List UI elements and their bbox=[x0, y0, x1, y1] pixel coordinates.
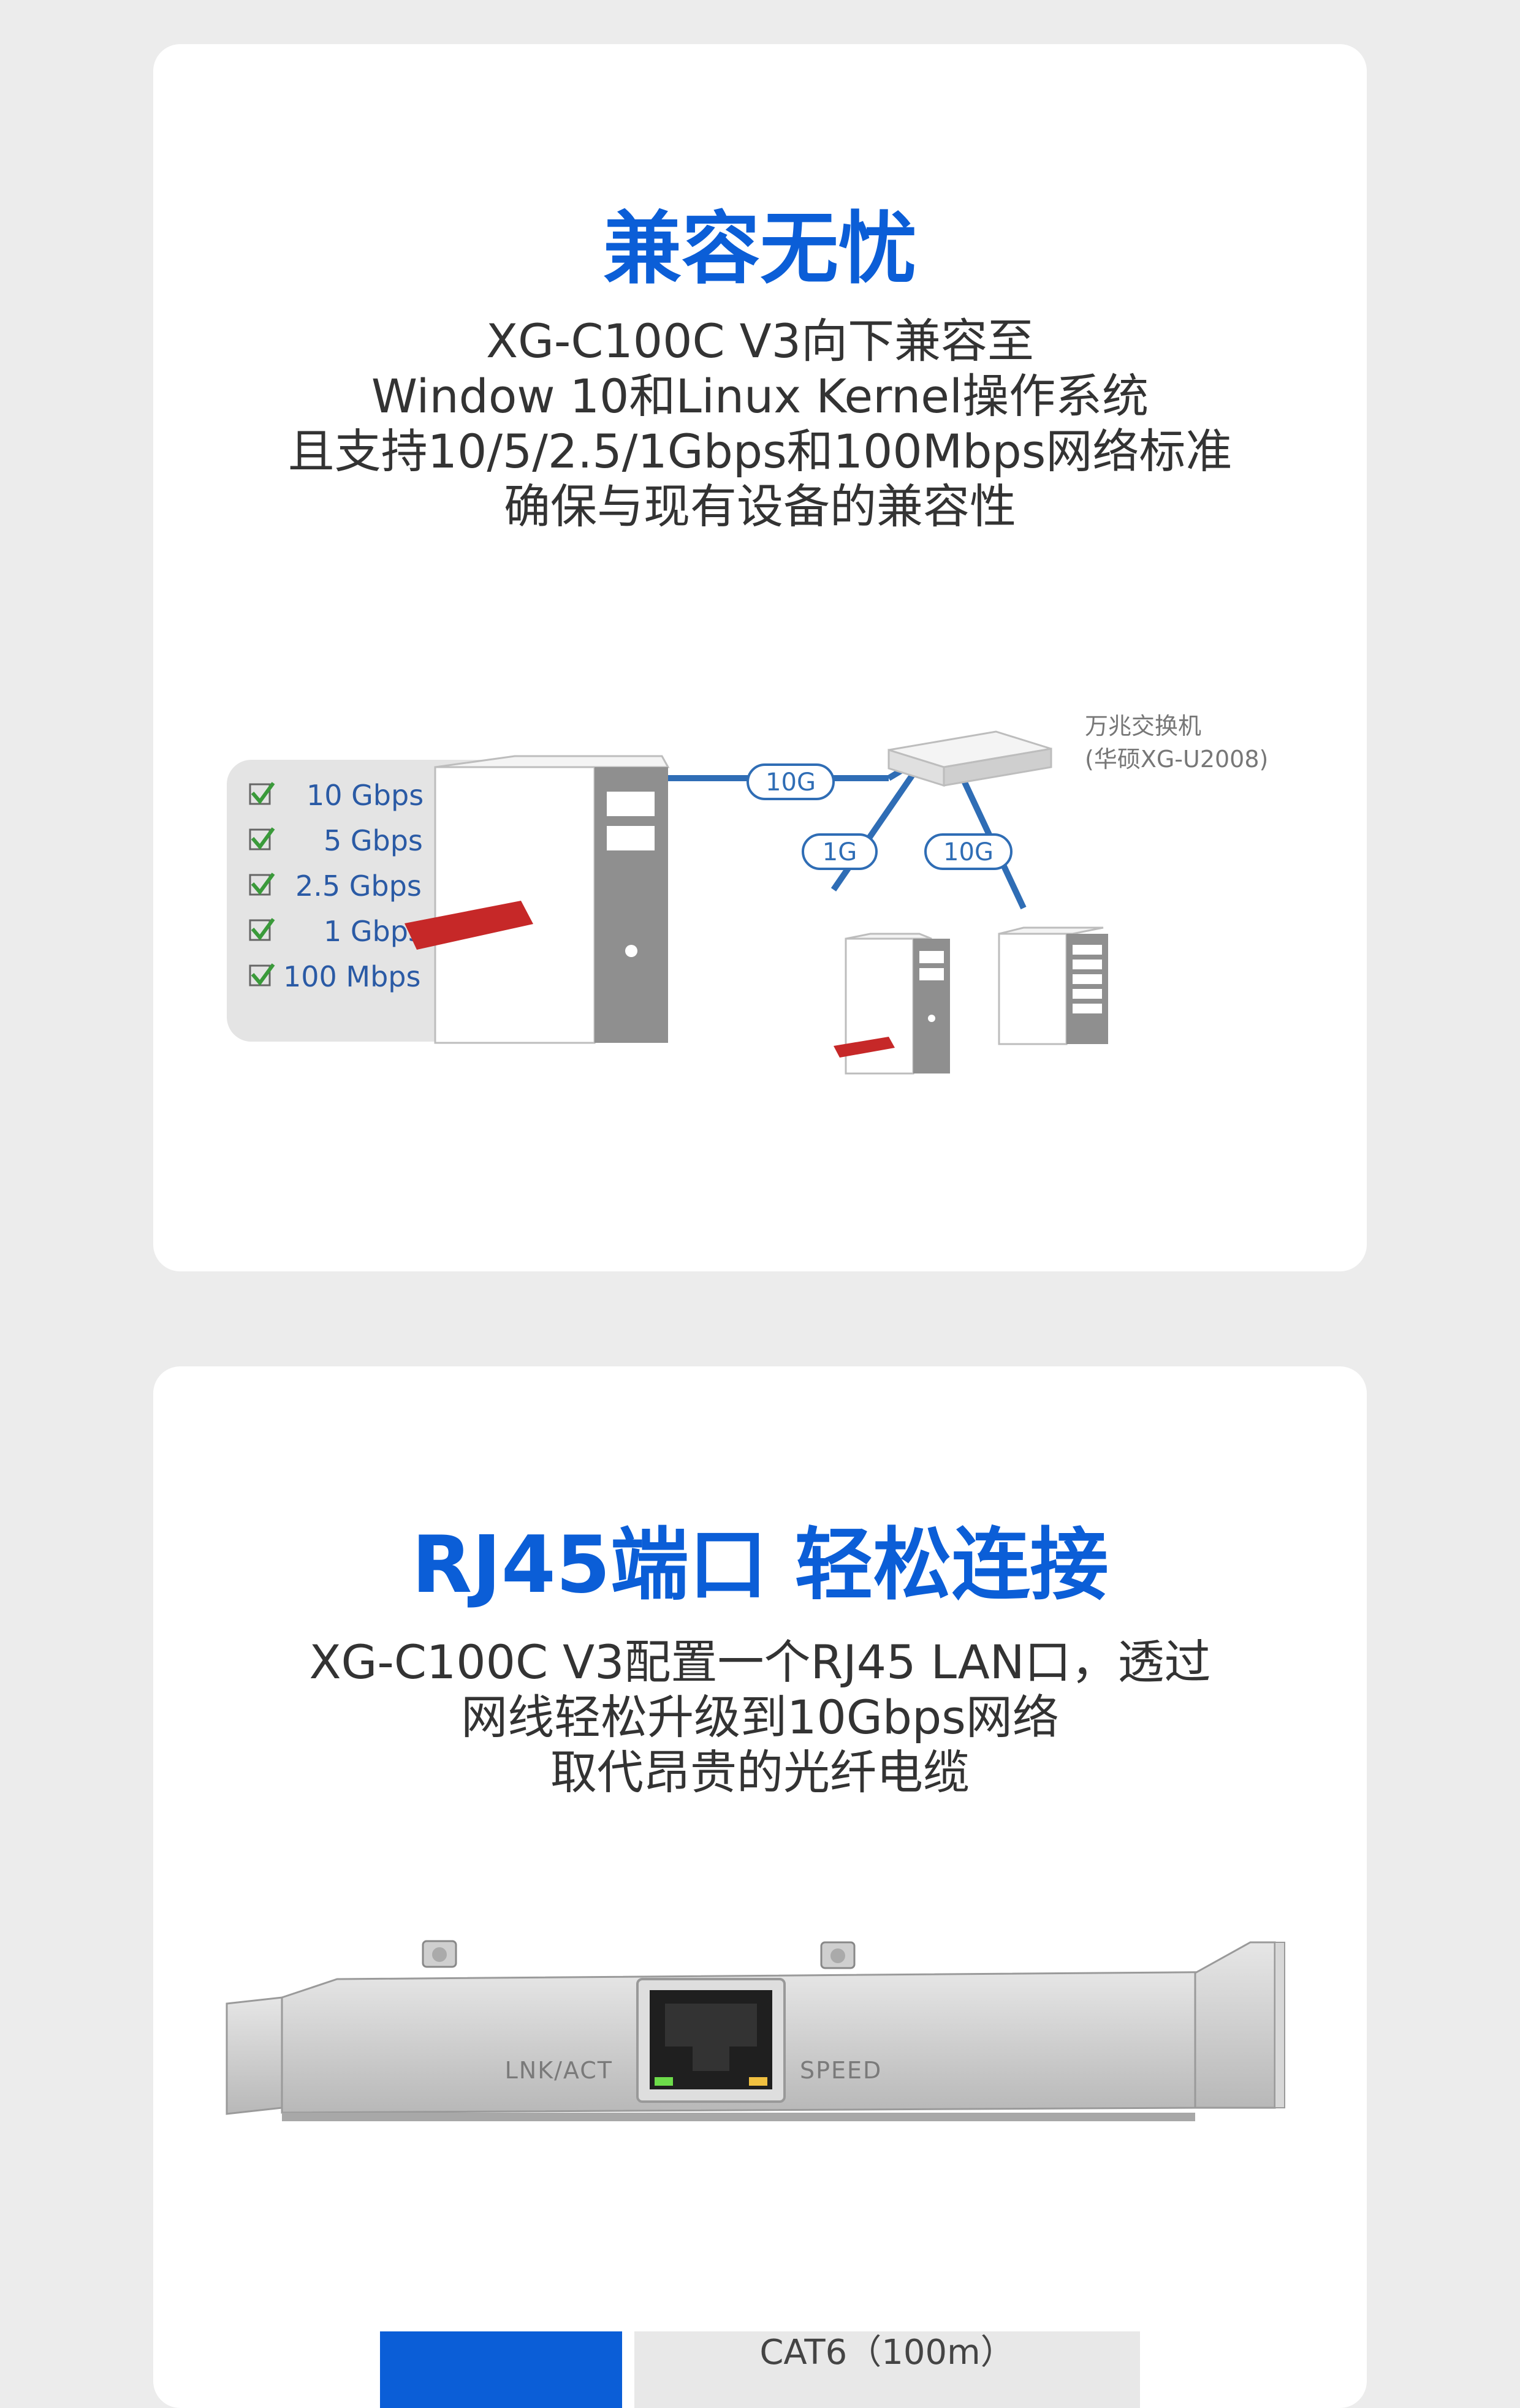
screw-icon bbox=[820, 1941, 856, 1969]
network-diagram: 10 Gbps 5 Gbps 2.5 Gbps 1 Gbps 100 Mbps bbox=[227, 713, 1268, 1075]
svg-text:10G: 10G bbox=[943, 838, 994, 866]
check-icon bbox=[249, 782, 275, 805]
speed-item: 5 Gbps bbox=[324, 824, 423, 857]
tab-active[interactable] bbox=[380, 2331, 622, 2408]
desc-line: XG-C100C V3配置一个RJ45 LAN口，透过 bbox=[309, 1635, 1211, 1689]
svg-text:1G: 1G bbox=[823, 838, 857, 866]
link-label-main: 10G bbox=[747, 763, 835, 800]
desc-line: 确保与现有设备的兼容性 bbox=[504, 479, 1016, 534]
speed-item: 100 Mbps bbox=[283, 960, 420, 993]
screw-icon bbox=[422, 1940, 457, 1968]
nic-bracket-image: LNK/ACT SPEED bbox=[226, 1940, 1285, 2121]
rj45-card: RJ45端口 轻松连接 XG-C100C V3配置一个RJ45 LAN口，透过 … bbox=[153, 1366, 1367, 2408]
check-icon bbox=[249, 827, 275, 850]
check-icon bbox=[249, 963, 275, 986]
desc-line: Window 10和Linux Kernel操作系统 bbox=[371, 369, 1149, 423]
led-label-lnk-act: LNK/ACT bbox=[505, 2057, 613, 2084]
desc-line: XG-C100C V3向下兼容至 bbox=[485, 314, 1035, 368]
compatibility-title: 兼容无忧 bbox=[602, 203, 917, 295]
check-icon bbox=[249, 873, 275, 896]
cable-tab-bar: CAT6（100m） bbox=[380, 2331, 1140, 2408]
led-label-speed: SPEED bbox=[800, 2057, 882, 2084]
switch-label: 万兆交换机 bbox=[1085, 713, 1201, 740]
rj45-title: RJ45端口 轻松连接 bbox=[411, 1520, 1109, 1611]
compatibility-description: XG-C100C V3向下兼容至 Window 10和Linux Kernel操… bbox=[153, 314, 1367, 534]
rj45-port-icon bbox=[636, 1978, 786, 2103]
speed-list: 10 Gbps 5 Gbps 2.5 Gbps 1 Gbps 100 Mbps bbox=[249, 779, 424, 993]
switch-model-label: (华硕XG-U2008) bbox=[1085, 746, 1268, 773]
desc-line: 且支持10/5/2.5/1Gbps和100Mbps网络标准 bbox=[287, 424, 1233, 479]
check-icon bbox=[249, 918, 275, 941]
desc-line: 取代昂贵的光纤电缆 bbox=[550, 1745, 970, 1800]
compatibility-card: 兼容无忧 XG-C100C V3向下兼容至 Window 10和Linux Ke… bbox=[153, 44, 1367, 1271]
speed-item: 2.5 Gbps bbox=[295, 869, 422, 903]
desc-line: 网线轻松升级到10Gbps网络 bbox=[461, 1690, 1059, 1744]
speed-item: 10 Gbps bbox=[306, 779, 424, 812]
link-label-left: 1G bbox=[802, 833, 878, 870]
rj45-description: XG-C100C V3配置一个RJ45 LAN口，透过 网线轻松升级到10Gbp… bbox=[153, 1635, 1367, 1800]
link-label-right: 10G bbox=[924, 833, 1013, 870]
tab-cat6[interactable]: CAT6（100m） bbox=[634, 2331, 1140, 2408]
main-pc-icon bbox=[405, 755, 670, 1044]
client-pc-icon bbox=[834, 933, 950, 1075]
svg-text:10G: 10G bbox=[766, 768, 816, 797]
nas-server-icon bbox=[998, 926, 1108, 1045]
speed-item: 1 Gbps bbox=[324, 915, 423, 948]
switch-icon bbox=[887, 730, 1052, 787]
